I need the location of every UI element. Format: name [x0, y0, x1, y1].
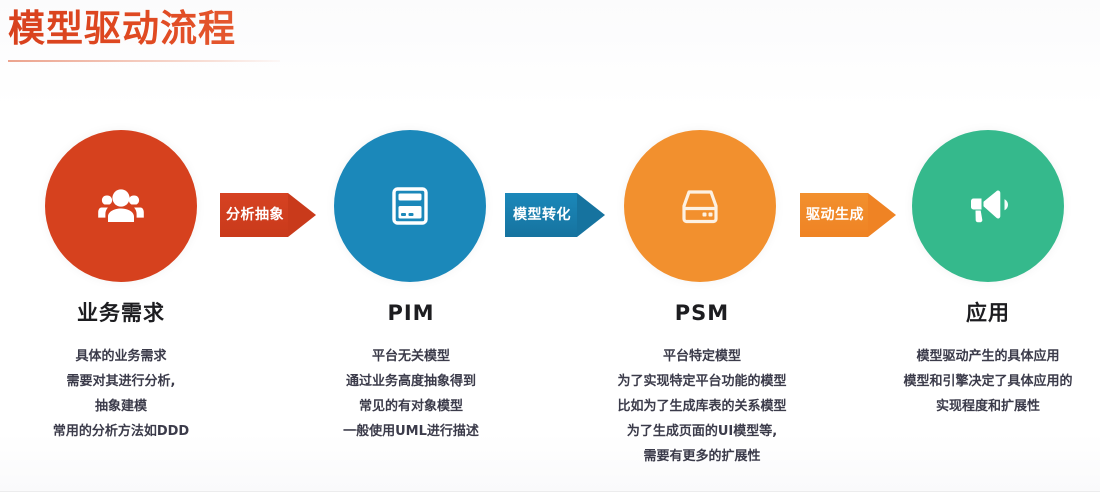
flow-node-pim[interactable] — [334, 130, 486, 282]
caption-line: 抽象建模 — [94, 399, 147, 414]
caption-psm: PSM 平台特定模型 为了实现特定平台功能的模型 比如为了生成库表的关系模型 为… — [588, 300, 816, 469]
caption-body: 具体的业务需求 需要对其进行分析, 抽象建模 常用的分析方法如DDD — [10, 344, 232, 444]
caption-line: 实现程度和扩展性 — [935, 399, 1040, 414]
caption-line: 通过业务高度抽象得到 — [345, 374, 476, 389]
caption-line: 模型和引擎决定了具体应用的 — [903, 374, 1073, 389]
card-icon — [385, 181, 435, 231]
arrow-head-icon — [577, 193, 605, 237]
caption-line: 为了实现特定平台功能的模型 — [617, 374, 787, 389]
users-icon — [95, 180, 147, 232]
arrow-head-icon — [288, 193, 316, 237]
caption-body: 模型驱动产生的具体应用 模型和引擎决定了具体应用的 实现程度和扩展性 — [876, 344, 1100, 419]
flow-node-psm[interactable] — [624, 130, 776, 282]
node-circle — [334, 130, 486, 282]
caption-line: 平台无关模型 — [371, 349, 450, 364]
caption-line: 具体的业务需求 — [75, 349, 167, 364]
arrow-label: 模型转化 — [513, 207, 571, 223]
title-underline — [8, 60, 280, 62]
caption-line: 需要有更多的扩展性 — [643, 449, 761, 464]
caption-application: 应用 模型驱动产生的具体应用 模型和引擎决定了具体应用的 实现程度和扩展性 — [876, 300, 1100, 419]
caption-title: PSM — [674, 301, 730, 325]
arrow-label: 驱动生成 — [806, 207, 864, 223]
page-header: 模型驱动流程 — [8, 4, 428, 62]
node-circle — [45, 130, 197, 282]
flow-node-application[interactable] — [912, 130, 1064, 282]
caption-line: 为了生成页面的UI模型等, — [626, 424, 778, 439]
node-circle — [912, 130, 1064, 282]
caption-requirement: 业务需求 具体的业务需求 需要对其进行分析, 抽象建模 常用的分析方法如DDD — [10, 300, 232, 444]
arrow-body: 模型转化 — [505, 193, 577, 237]
drive-icon — [675, 181, 725, 231]
flow-arrow-analyze: 分析抽象 — [220, 193, 316, 237]
megaphone-icon — [963, 181, 1013, 231]
caption-line: 常见的有对象模型 — [358, 399, 463, 414]
arrow-head-icon — [868, 193, 896, 237]
caption-body: 平台无关模型 通过业务高度抽象得到 常见的有对象模型 一般使用UML进行描述 — [300, 344, 522, 444]
caption-title: PIM — [387, 301, 435, 325]
caption-line: 需要对其进行分析, — [66, 374, 176, 389]
caption-title: 业务需求 — [77, 301, 165, 325]
node-circle — [624, 130, 776, 282]
caption-body: 平台特定模型 为了实现特定平台功能的模型 比如为了生成库表的关系模型 为了生成页… — [588, 344, 816, 469]
arrow-body: 分析抽象 — [220, 193, 288, 237]
arrow-body: 驱动生成 — [800, 193, 868, 237]
caption-line: 一般使用UML进行描述 — [343, 424, 479, 439]
flow-arrow-generate: 驱动生成 — [800, 193, 896, 237]
arrow-label: 分析抽象 — [226, 207, 284, 223]
caption-line: 常用的分析方法如DDD — [52, 424, 190, 439]
caption-title: 应用 — [966, 301, 1010, 325]
flow-arrow-transform: 模型转化 — [505, 193, 605, 237]
caption-line: 比如为了生成库表的关系模型 — [617, 399, 787, 414]
caption-pim: PIM 平台无关模型 通过业务高度抽象得到 常见的有对象模型 一般使用UML进行… — [300, 300, 522, 444]
flow-node-requirement[interactable] — [45, 130, 197, 282]
caption-line: 平台特定模型 — [662, 349, 741, 364]
caption-line: 模型驱动产生的具体应用 — [916, 349, 1060, 364]
page-title: 模型驱动流程 — [8, 4, 428, 54]
